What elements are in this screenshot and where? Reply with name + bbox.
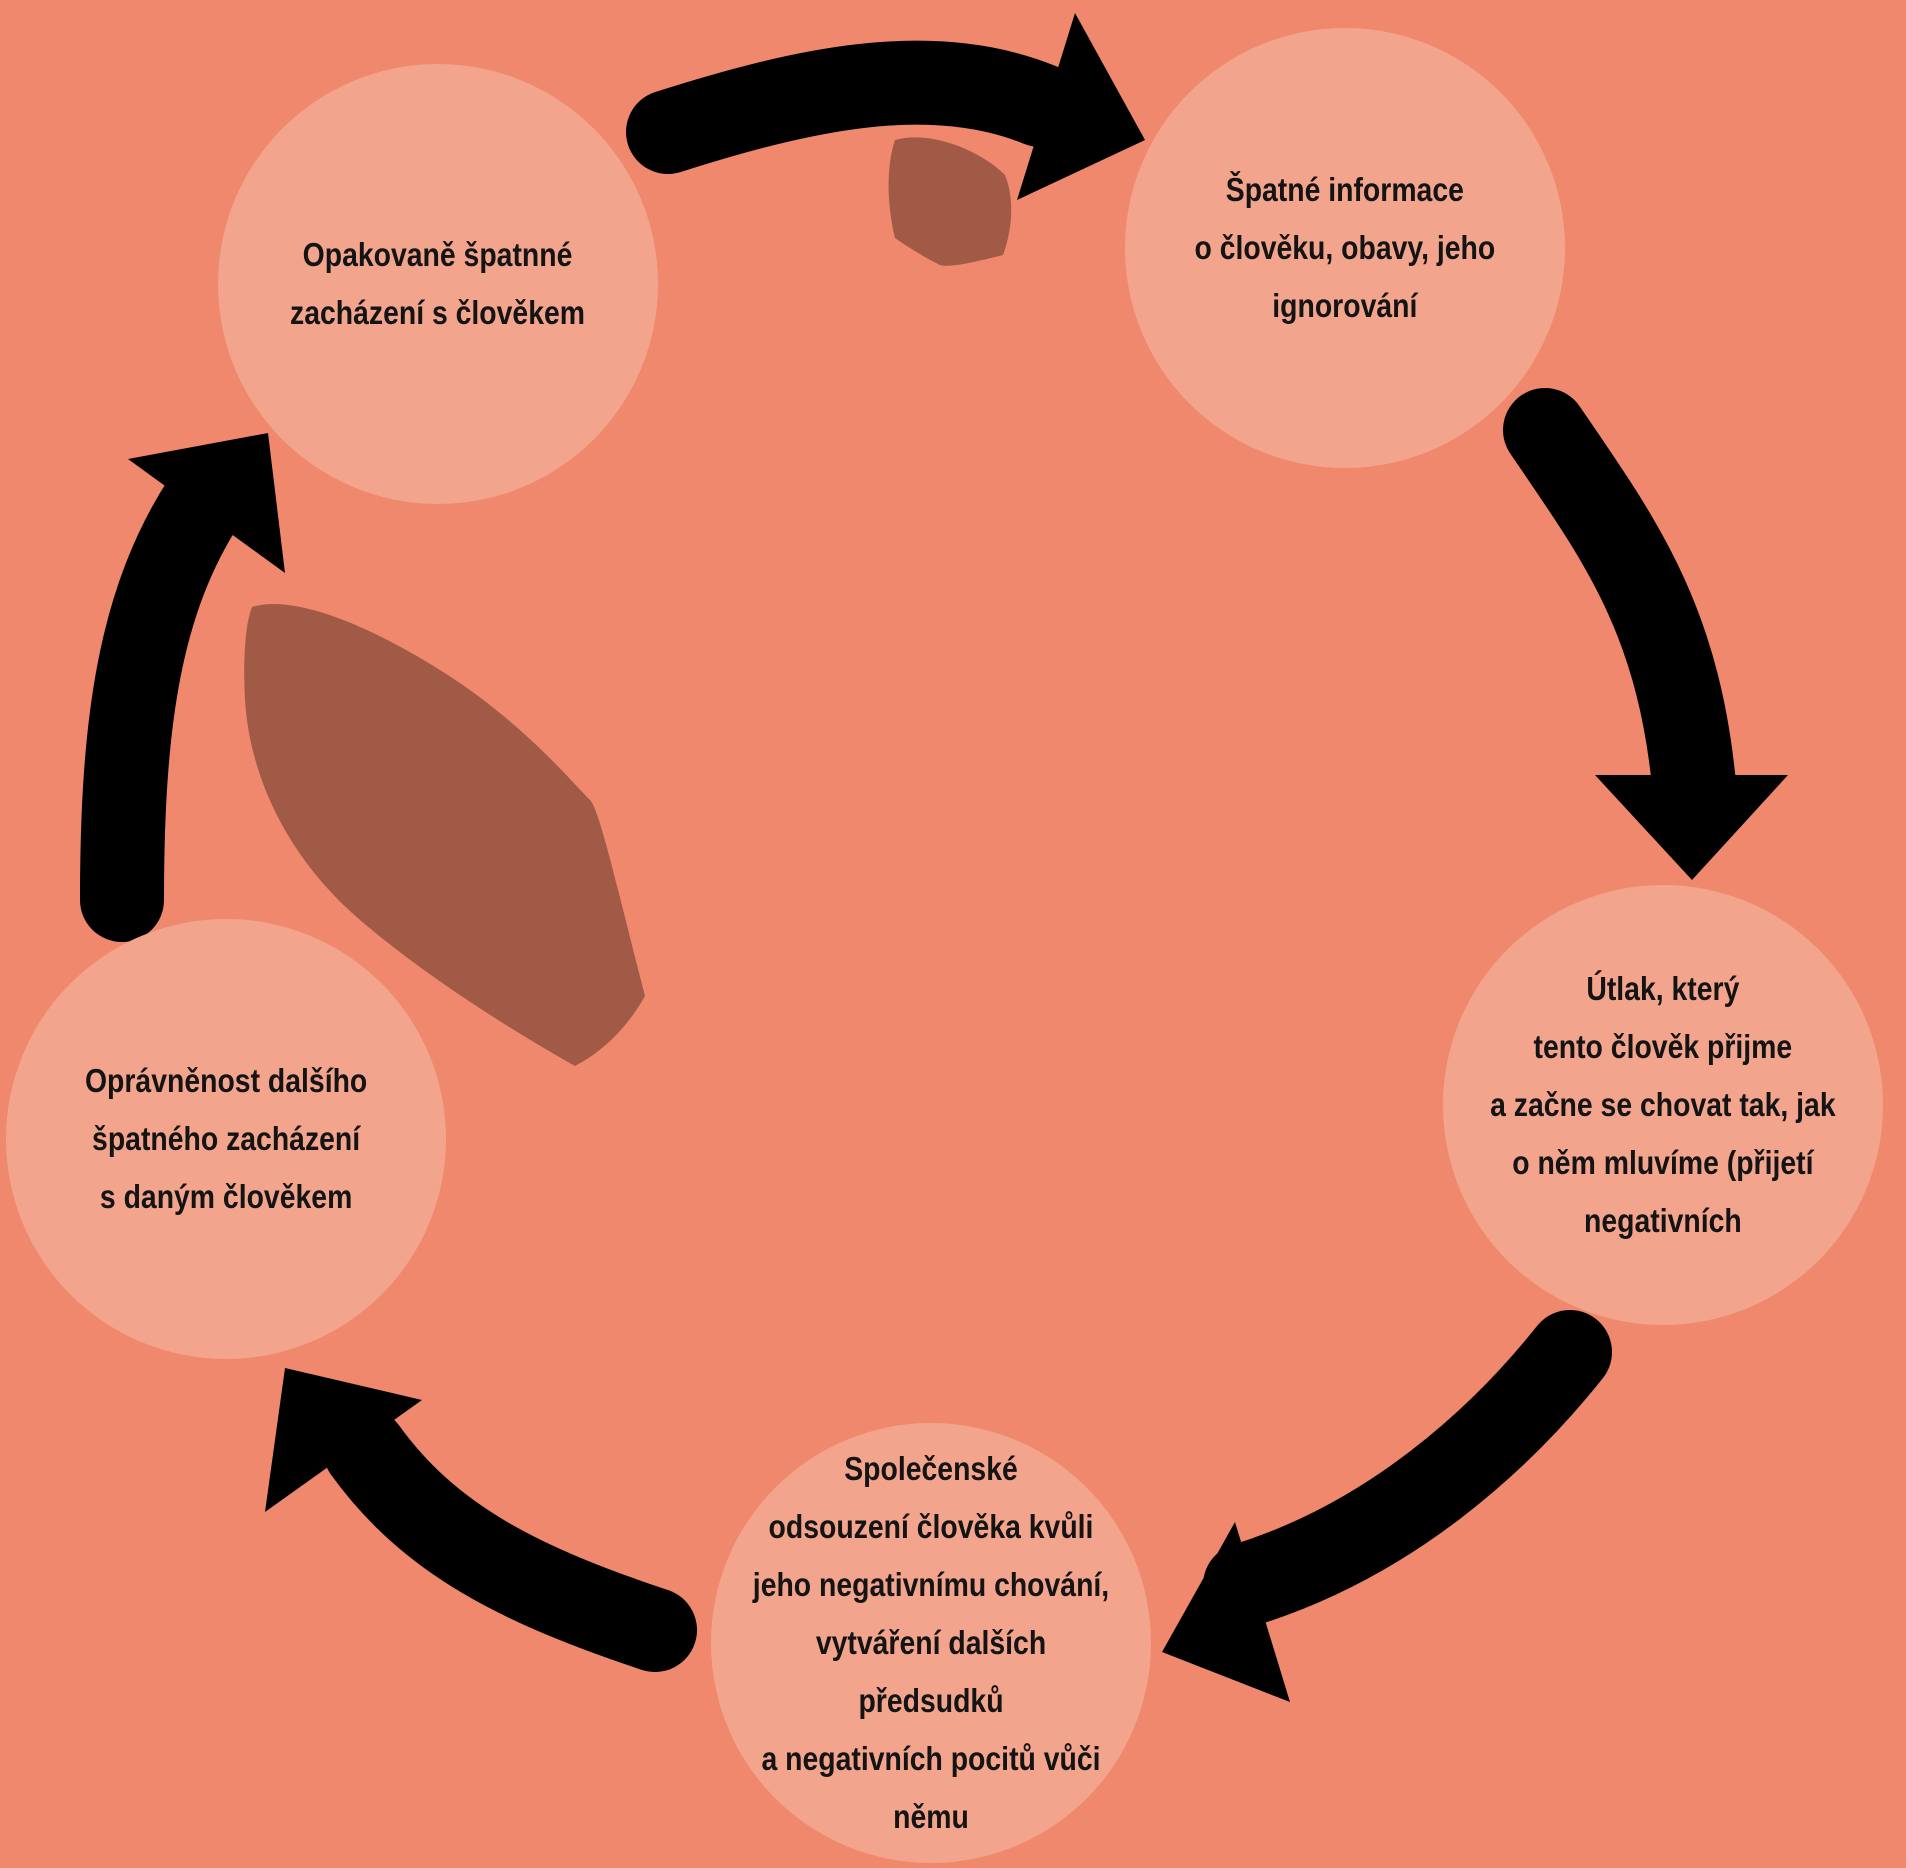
cycle-node-oppression-accepted: Útlak, který tento člověk přijme a začne… bbox=[1443, 885, 1883, 1325]
node-label: Špatné informace o člověku, obavy, jeho … bbox=[1194, 171, 1496, 324]
arrow-5-to-1-head bbox=[128, 433, 285, 573]
cycle-node-bad-information: Špatné informace o člověku, obavy, jeho … bbox=[1125, 28, 1565, 468]
cycle-node-social-condemnation: Společenské odsouzení člověka kvůli jeho… bbox=[711, 1423, 1151, 1863]
arrow-1-to-2-head bbox=[1017, 13, 1145, 200]
decoration-blob-small bbox=[888, 137, 1012, 266]
arrow-4-to-5-head bbox=[265, 1368, 422, 1512]
arrow-3-to-4-head bbox=[1162, 1522, 1290, 1702]
arrow-3-to-4-shaft bbox=[1203, 1310, 1612, 1627]
decoration-blob-large bbox=[244, 604, 645, 1066]
arrow-2-to-3-head bbox=[1595, 775, 1788, 880]
node-label: Opakovaně špatnné zacházení s člověkem bbox=[290, 236, 586, 331]
arrow-2-to-3-shaft bbox=[1503, 388, 1737, 837]
node-label: Oprávněnost dalšího špatného zacházení s… bbox=[84, 1062, 368, 1215]
cycle-node-justification: Oprávněnost dalšího špatného zacházení s… bbox=[6, 919, 446, 1359]
arrow-5-to-1-shaft bbox=[80, 458, 247, 942]
node-label: Společenské odsouzení člověka kvůli jeho… bbox=[752, 1450, 1110, 1835]
arrow-4-to-5-shaft bbox=[323, 1408, 697, 1672]
arrow-1-to-2-shaft bbox=[626, 40, 1082, 174]
cycle-node-repeated-mistreatment: Opakovaně špatnné zacházení s člověkem bbox=[218, 64, 658, 504]
node-label: Útlak, který tento člověk přijme a začne… bbox=[1490, 970, 1836, 1239]
